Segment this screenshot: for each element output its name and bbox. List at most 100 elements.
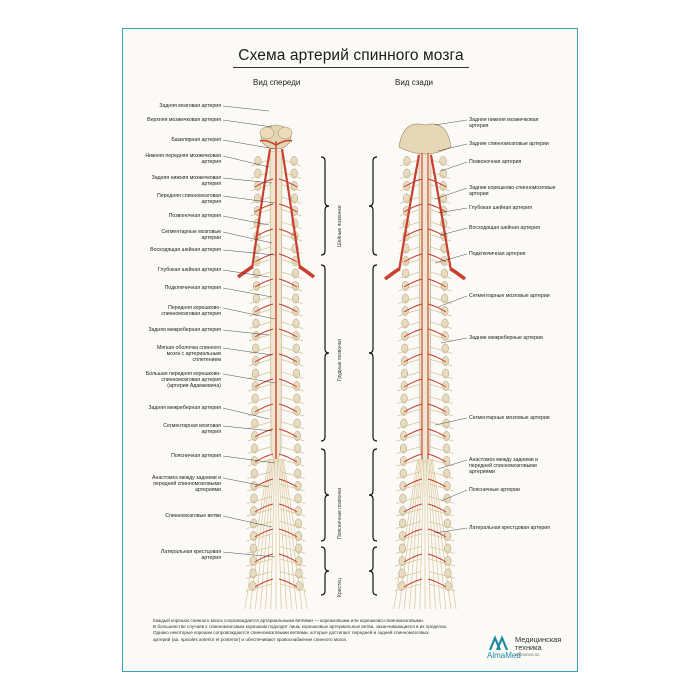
back-segmental-artery — [403, 278, 423, 288]
front-segmental-artery — [278, 553, 298, 563]
back-spinal-nerve-root — [396, 408, 422, 417]
front-spinal-nerve-root — [279, 521, 306, 529]
front-spinal-nerve-root — [247, 471, 273, 479]
back-segmental-artery — [403, 303, 423, 313]
back-cauda-nerve — [393, 458, 419, 610]
front-spinal-nerve-root — [279, 308, 303, 317]
front-leader-line — [222, 515, 273, 528]
back-segmental-artery — [427, 203, 447, 213]
front-leader-line — [222, 287, 273, 298]
front-segmental-artery — [254, 203, 274, 213]
front-spinal-nerve-root — [279, 171, 302, 179]
front-leader-line — [222, 425, 273, 432]
front-spinal-nerve-root — [279, 446, 305, 454]
front-label: Большая передняя корешково-спинномозгова… — [145, 371, 221, 389]
brand-line-2: техника — [515, 643, 542, 652]
back-spine-figure — [383, 123, 467, 610]
front-label: Анастомоз между задними и передней спинн… — [152, 475, 221, 493]
back-spinal-nerve-root — [397, 358, 422, 367]
front-spinal-nerve-root — [249, 296, 273, 304]
back-spinal-nerve-root — [428, 433, 454, 442]
front-leader-line — [222, 155, 270, 168]
back-spinal-nerve-root — [397, 371, 422, 379]
back-subclavian-arteries — [383, 267, 467, 281]
front-leader-line — [222, 347, 273, 356]
back-spinal-nerve-root — [428, 321, 453, 329]
bracket-thoracic — [320, 264, 330, 442]
back-spinal-nerve-root — [396, 433, 422, 442]
back-leader-line — [434, 187, 468, 200]
brand-logo: AlmaMed Медицинская техника almamed.su — [487, 633, 575, 663]
back-label: Восходящая шейная артерия — [469, 225, 540, 231]
front-segmental-artery — [278, 178, 298, 188]
back-spinal-nerve-root — [397, 346, 422, 354]
front-spinal-nerve-root — [249, 283, 273, 292]
front-segmental-artery — [278, 253, 298, 263]
front-spinal-nerve-root — [279, 383, 304, 392]
back-spinal-nerve-root — [397, 321, 422, 329]
back-spinal-nerve-root — [428, 383, 453, 392]
front-leader-line — [222, 231, 273, 244]
front-label: Латеральная крестцовая артерия — [160, 549, 221, 561]
back-spinal-nerve-root — [395, 533, 422, 542]
front-leader-line — [222, 477, 270, 488]
front-spinal-nerve-root — [246, 558, 273, 567]
front-label: Сегментарная мозговая артерия — [163, 423, 221, 435]
back-spinal-nerve-root — [395, 558, 422, 567]
front-segmental-artery — [254, 503, 274, 513]
back-label: Подключичная артерия — [469, 251, 526, 257]
title-underline — [233, 67, 469, 68]
back-spinal-nerve-root — [428, 221, 451, 229]
front-segmental-artery — [254, 303, 274, 313]
front-spinal-nerve-root — [246, 546, 273, 554]
back-spinal-nerve-root — [397, 383, 422, 392]
front-spinal-nerve-root — [279, 283, 303, 292]
back-spinal-nerve-root — [428, 496, 455, 504]
back-spinal-nerve-root — [428, 471, 454, 479]
back-spinal-nerve-root — [394, 583, 422, 592]
back-spinal-nerve-root — [428, 458, 454, 467]
front-spinal-nerve-root — [250, 221, 273, 229]
anatomy-illustration — [222, 105, 468, 610]
back-segmental-artery — [403, 553, 423, 563]
front-cauda-nerve — [280, 458, 298, 610]
front-leader-line — [222, 407, 270, 420]
front-leader-line — [222, 373, 276, 384]
back-spinal-nerve-root — [428, 346, 453, 354]
front-spinal-nerve-root — [245, 583, 273, 592]
front-spinal-nerve-root — [246, 508, 273, 517]
front-spinal-nerve-root — [248, 346, 273, 354]
front-label: Нижняя передняя мозжечковая артерия — [145, 153, 221, 165]
front-segmental-artery — [278, 428, 298, 438]
back-label: Анастомоз между задними и передней спинн… — [469, 457, 538, 475]
back-vertebral-artery-left — [397, 154, 421, 272]
front-segmental-artery — [278, 578, 298, 588]
back-spinal-nerve-root — [428, 296, 452, 304]
front-spinal-nerve-root — [247, 446, 273, 454]
front-leader-line — [222, 269, 270, 278]
front-spinal-nerve-root — [279, 246, 303, 254]
front-segmental-artery — [278, 478, 298, 488]
back-cauda-nerve — [429, 458, 447, 610]
back-bracket-cervical — [368, 156, 378, 256]
back-spinal-nerve-root — [399, 171, 422, 179]
front-label: Верхняя мозжечковая артерия — [147, 117, 221, 123]
back-spinal-nerve-root — [428, 358, 453, 367]
back-leader-line — [440, 337, 468, 344]
front-spinal-nerve-root — [279, 233, 303, 242]
back-vertebral-artery-right — [429, 154, 453, 272]
footnote-line: В большинстве случаев к спинномозговым к… — [153, 624, 448, 630]
back-segmental-artery — [403, 503, 423, 513]
back-cauda-nerve — [427, 458, 436, 610]
front-label: Подключичная артерия — [164, 285, 221, 291]
back-spinal-cord — [418, 150, 432, 462]
front-spinal-nerve-root — [279, 296, 303, 304]
back-label: Сегментарные мозговые артерии — [469, 415, 550, 421]
back-spinal-nerve-root — [399, 221, 422, 229]
back-spinal-nerve-root — [395, 483, 422, 492]
front-leader-line — [222, 119, 273, 128]
brand-name: AlmaMed — [487, 651, 521, 660]
front-spinal-nerve-root — [246, 496, 273, 504]
back-segmental-artery — [403, 378, 423, 388]
back-spinal-nerve-root — [396, 458, 422, 467]
